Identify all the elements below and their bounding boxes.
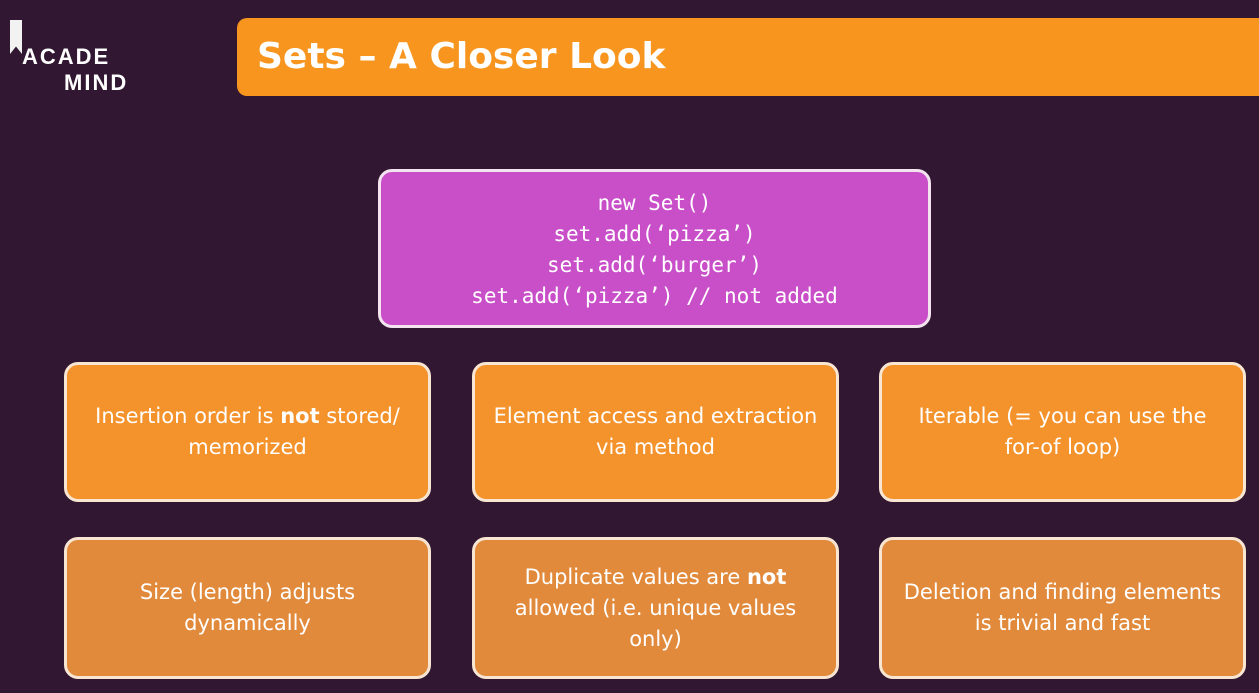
code-example-box: new Set() set.add(‘pizza’) set.add(‘burg… — [378, 169, 931, 328]
title-banner: Sets – A Closer Look — [237, 18, 1259, 96]
card-text-part: Duplicate values are — [524, 564, 747, 589]
card-text: Size (length) adjusts dynamically — [139, 580, 356, 635]
card-text: Element access and extraction via method — [493, 404, 818, 459]
card-text: Deletion and finding elements is trivial… — [903, 580, 1222, 635]
card-insertion-order: Insertion order is not stored/ memorized — [64, 362, 431, 502]
code-line: set.add(‘pizza’) // not added — [471, 283, 838, 308]
card-text-part: allowed (i.e. unique values only) — [514, 595, 797, 651]
slide-title: Sets – A Closer Look — [257, 36, 666, 77]
card-size: Size (length) adjusts dynamically — [64, 537, 431, 679]
bookmark-icon — [10, 20, 22, 54]
code-line: set.add(‘burger’) — [547, 252, 762, 277]
logo-text-line2: MIND — [64, 70, 129, 95]
card-deletion: Deletion and finding elements is trivial… — [879, 537, 1246, 679]
code-line: set.add(‘pizza’) — [553, 221, 756, 246]
card-text-emphasis: not — [280, 404, 320, 428]
code-line: new Set() — [597, 190, 712, 215]
card-iterable: Iterable (= you can use the for-of loop) — [879, 362, 1246, 502]
academind-logo: ACADE MIND — [10, 14, 150, 104]
card-text-part: stored/ memorized — [188, 404, 400, 459]
card-text: Insertion order is not stored/ memorized — [85, 401, 410, 463]
card-text-part: Insertion order is — [95, 404, 281, 428]
card-element-access: Element access and extraction via method — [472, 362, 839, 502]
card-text: Duplicate values are not allowed (i.e. u… — [493, 562, 818, 655]
card-text-emphasis: not — [746, 564, 787, 589]
card-text: Iterable (= you can use the for-of loop) — [918, 404, 1207, 459]
card-duplicates: Duplicate values are not allowed (i.e. u… — [472, 537, 839, 679]
logo-text-line1: ACADE — [22, 44, 111, 69]
